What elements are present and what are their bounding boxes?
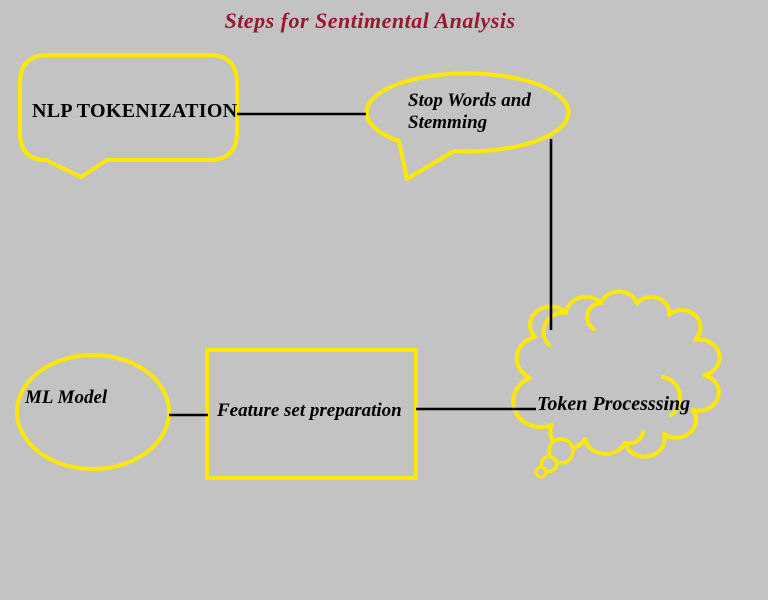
- cloud-detail-arcs: [541, 301, 683, 446]
- stop-words-label-line2: Stemming: [408, 112, 488, 133]
- thought-bubble-circle-small: [534, 465, 548, 479]
- token-processing-cloud: [511, 289, 722, 459]
- token-processing-label: Token Processsing: [537, 393, 691, 415]
- feature-set-label: Feature set preparation: [217, 400, 402, 421]
- nlp-tokenization-shape: [18, 53, 239, 179]
- stop-words-label: Stop Words and Stemming: [408, 90, 531, 134]
- stop-words-label-line1: Stop Words and: [408, 90, 531, 111]
- nlp-tokenization-label: NLP TOKENIZATION: [32, 100, 238, 122]
- ml-model-ellipse: [15, 353, 171, 471]
- diagram-title: Steps for Sentimental Analysis: [224, 8, 516, 33]
- ml-model-label: ML Model: [25, 387, 108, 408]
- stop-words-shape: [364, 71, 571, 181]
